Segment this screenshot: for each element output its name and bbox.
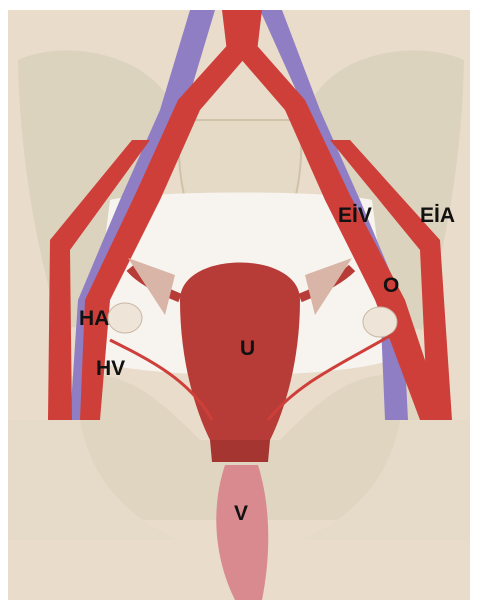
ovary-right (363, 307, 397, 337)
label-hypogastric-artery: HA (79, 308, 109, 329)
ovary-left (108, 303, 142, 333)
label-ovary: O (383, 275, 399, 296)
label-external-iliac-artery: EİA (420, 205, 455, 226)
white-margin (0, 0, 482, 10)
label-external-iliac-vein: EİV (338, 205, 372, 226)
label-hypogastric-vein: HV (96, 358, 125, 379)
cervix (210, 440, 270, 462)
label-vagina: V (234, 503, 248, 524)
label-uterus: U (240, 338, 255, 359)
